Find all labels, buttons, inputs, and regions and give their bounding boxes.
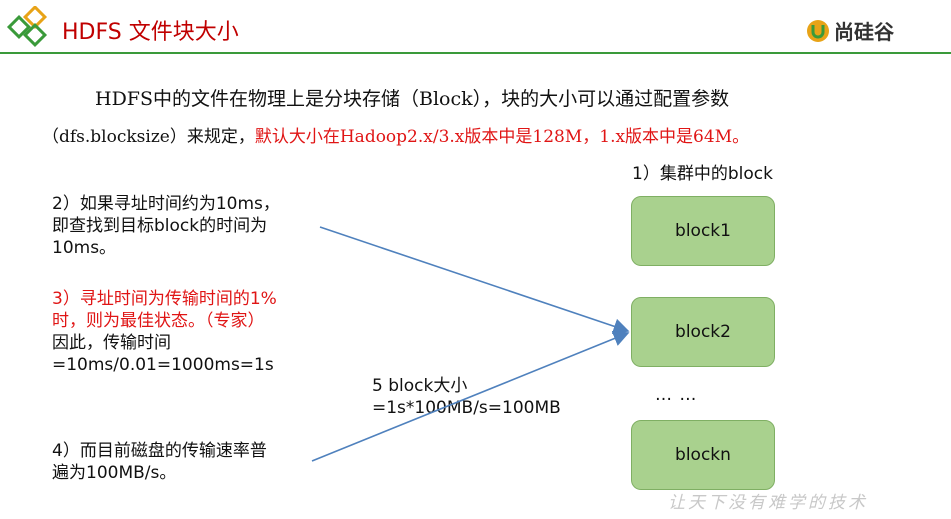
note-4-line-2: 遍为100MB/s。	[52, 463, 177, 483]
note-3-line-3: 因此，传输时间	[52, 333, 171, 353]
brand-name: 尚硅谷	[834, 20, 894, 44]
intro-line-2: （dfs.blocksize）来规定，默认大小在Hadoop2.x/3.x版本中…	[42, 122, 749, 147]
brand-u-icon	[807, 19, 829, 42]
note-block-size-calc: 5 block大小 =1s*100MB/s=100MB	[372, 375, 561, 419]
note-disk-rate: 4）而目前磁盘的传输速率普 遍为100MB/s。	[52, 440, 267, 484]
intro-line-1: HDFS中的文件在物理上是分块存储（Block），块的大小可以通过配置参数	[95, 88, 730, 110]
header-divider	[0, 52, 951, 54]
intro-line-2-black: （dfs.blocksize）来规定，	[42, 127, 255, 147]
block-1-box: block1	[631, 196, 775, 266]
slide-title: HDFS 文件块大小	[62, 20, 239, 45]
diamond-logo-icon	[6, 6, 48, 48]
note-2-line-1: 2）如果寻址时间约为10ms，	[52, 194, 280, 214]
calc-line-2: =1s*100MB/s=100MB	[372, 398, 561, 418]
note-4-line-1: 4）而目前磁盘的传输速率普	[52, 441, 267, 461]
intro-line-2-red: 默认大小在Hadoop2.x/3.x版本中是128M，1.x版本中是64M。	[254, 127, 750, 147]
note-transfer-time: 3）寻址时间为传输时间的1% 时，则为最佳状态。（专家） 因此，传输时间 =10…	[52, 288, 277, 376]
brand-logo: 尚硅谷	[806, 16, 894, 45]
cluster-title: 1）集群中的block	[632, 164, 773, 184]
note-2-line-2: 即查找到目标block的时间为	[52, 216, 268, 236]
note-3-line-2: 时，则为最佳状态。（专家）	[52, 311, 265, 331]
ellipsis: … …	[655, 385, 698, 405]
footer-slogan: 让天下没有难学的技术	[668, 493, 868, 513]
block-n-box: blockn	[631, 420, 775, 490]
calc-line-1: 5 block大小	[372, 376, 468, 396]
note-2-line-3: 10ms。	[52, 238, 117, 258]
block-2-box: block2	[631, 297, 775, 367]
arrow-seek-to-block2	[319, 226, 630, 334]
note-3-line-4: =10ms/0.01=1000ms=1s	[52, 355, 274, 375]
note-3-line-1: 3）寻址时间为传输时间的1%	[52, 289, 277, 309]
note-seek-time: 2）如果寻址时间约为10ms， 即查找到目标block的时间为 10ms。	[52, 193, 280, 259]
